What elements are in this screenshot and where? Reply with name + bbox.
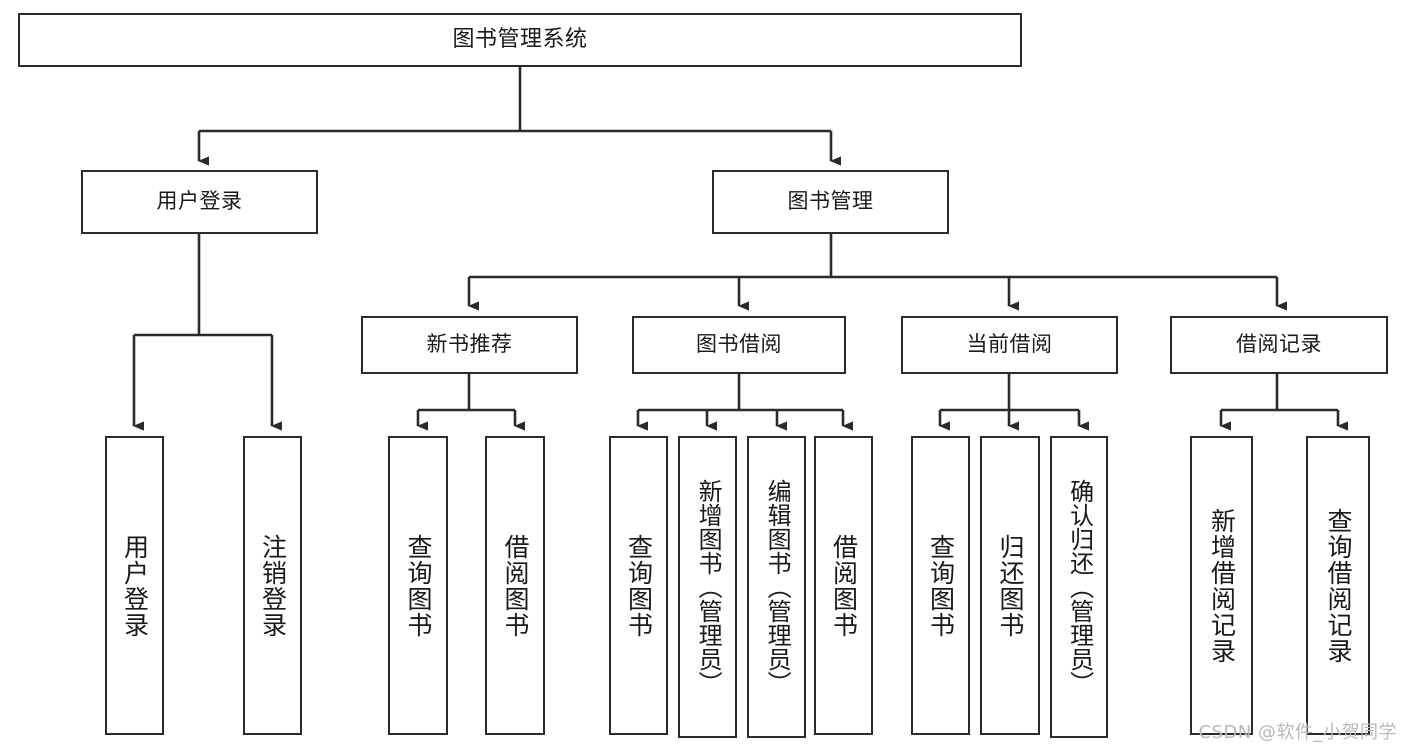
node-current-borrow[interactable]: 当前借阅 [901,316,1118,374]
node-new-book-recommend-label: 新书推荐 [426,332,513,357]
node-leaf-add-book-label: 新增图书（管理员） [694,479,723,695]
node-leaf-confirm-return-label: 确认归还（管理员） [1065,479,1094,695]
node-leaf-edit-book-label: 编辑图书（管理员） [763,479,792,695]
node-leaf-return-book[interactable]: 归还图书 [980,436,1040,735]
node-borrow-record[interactable]: 借阅记录 [1170,316,1388,374]
node-leaf-query-book-1-label: 查询图书 [404,533,433,638]
node-leaf-query-book-3[interactable]: 查询图书 [911,436,970,735]
node-leaf-query-record-label: 查询借阅记录 [1324,507,1353,664]
node-book-manage-label: 图书管理 [787,189,874,214]
node-leaf-logout-login[interactable]: 注销登录 [243,436,302,735]
node-leaf-query-record[interactable]: 查询借阅记录 [1306,436,1370,735]
watermark-text: CSDN @软件_小贺同学 [1198,722,1397,743]
node-leaf-query-book-1[interactable]: 查询图书 [388,436,448,735]
node-leaf-borrow-book-1[interactable]: 借阅图书 [485,436,545,735]
node-leaf-query-book-2-label: 查询图书 [624,533,654,638]
node-leaf-user-login-label: 用户登录 [120,533,150,638]
node-current-borrow-label: 当前借阅 [966,332,1053,357]
node-book-manage[interactable]: 图书管理 [712,170,949,234]
node-root[interactable]: 图书管理系统 [18,13,1022,67]
node-book-borrow[interactable]: 图书借阅 [632,316,846,374]
node-leaf-return-book-label: 归还图书 [996,533,1025,638]
node-leaf-query-book-2[interactable]: 查询图书 [609,436,668,735]
node-leaf-add-record-label: 新增借阅记录 [1207,507,1237,664]
node-leaf-borrow-book-2-label: 借阅图书 [829,533,859,638]
node-leaf-user-login[interactable]: 用户登录 [105,436,164,735]
node-new-book-recommend[interactable]: 新书推荐 [361,316,578,374]
node-leaf-edit-book[interactable]: 编辑图书（管理员） [747,436,806,738]
node-user-login-label: 用户登录 [156,189,243,214]
node-leaf-borrow-book-1-label: 借阅图书 [501,533,530,638]
node-leaf-add-record[interactable]: 新增借阅记录 [1190,436,1253,735]
node-leaf-confirm-return[interactable]: 确认归还（管理员） [1050,436,1108,738]
node-leaf-borrow-book-2[interactable]: 借阅图书 [814,436,873,735]
node-leaf-add-book[interactable]: 新增图书（管理员） [678,436,737,738]
node-root-label: 图书管理系统 [452,26,588,52]
node-leaf-logout-login-label: 注销登录 [258,533,288,638]
node-book-borrow-label: 图书借阅 [696,332,782,357]
node-user-login[interactable]: 用户登录 [81,170,318,234]
node-leaf-query-book-3-label: 查询图书 [926,533,956,638]
node-borrow-record-label: 借阅记录 [1236,332,1322,357]
